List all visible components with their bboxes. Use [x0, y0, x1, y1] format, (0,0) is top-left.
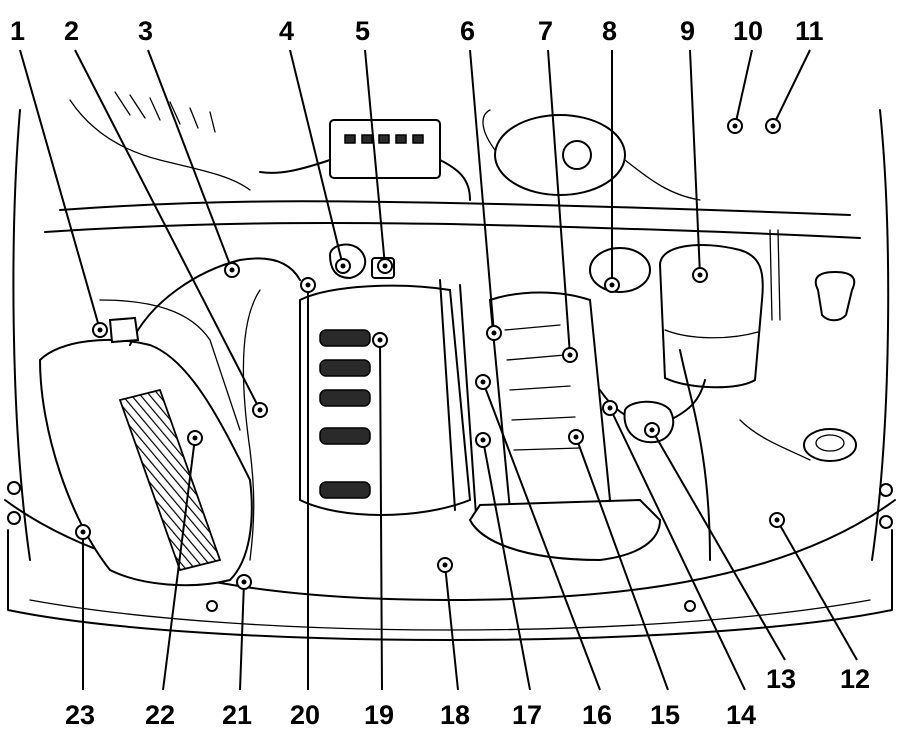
valve-cover-ribs — [504, 324, 581, 451]
bolt-left-1 — [7, 481, 21, 495]
callout-17: 17 — [512, 700, 542, 730]
callout-18: 18 — [440, 700, 470, 730]
coolant-tank-line — [664, 329, 759, 339]
callout-labels: 1 2 3 4 5 6 7 8 9 10 11 12 13 14 15 16 1… — [10, 16, 870, 730]
actuator-right — [623, 400, 675, 444]
air-duct — [129, 257, 301, 346]
callout-2: 2 — [64, 16, 79, 46]
fuel-rail — [439, 279, 477, 516]
oil-cap-right-inner — [815, 434, 845, 452]
brake-lines — [482, 109, 701, 201]
ignition-coils — [319, 329, 371, 499]
callout-13: 13 — [766, 664, 796, 694]
vacuum-hose — [242, 289, 261, 561]
wiring-loom — [99, 299, 241, 431]
callout-20: 20 — [290, 700, 320, 730]
callout-8: 8 — [602, 16, 617, 46]
battery-cells — [344, 134, 424, 144]
callout-6: 6 — [460, 16, 475, 46]
right-wiring — [739, 229, 811, 461]
firewall-lower — [44, 221, 861, 239]
engine-illustration — [4, 91, 896, 641]
connector-left — [108, 316, 140, 344]
bolt-front-2 — [684, 600, 696, 612]
cowl-left — [69, 99, 251, 191]
coolant-tank — [658, 244, 764, 389]
battery — [329, 119, 441, 179]
coolant-cap — [589, 247, 651, 293]
callout-11: 11 — [795, 16, 824, 46]
oil-cap-right — [803, 428, 857, 462]
fender-outline — [12, 109, 890, 561]
battery-cable — [259, 159, 471, 201]
callout-3: 3 — [138, 16, 153, 46]
callout-1: 1 — [10, 16, 25, 46]
ps-reservoir — [814, 270, 856, 322]
callout-4: 4 — [279, 16, 294, 46]
callout-22: 22 — [145, 700, 175, 730]
bolt-right-2 — [879, 515, 893, 529]
bolt-left-2 — [7, 511, 21, 525]
leader-lines — [19, 49, 858, 691]
callout-16: 16 — [582, 700, 612, 730]
callout-21: 21 — [222, 700, 252, 730]
front-panel-lower — [29, 599, 871, 631]
master-cylinder-cap — [562, 140, 592, 170]
callout-14: 14 — [726, 700, 756, 730]
callout-9: 9 — [680, 16, 695, 46]
callout-19: 19 — [364, 700, 394, 730]
timing-cover — [468, 498, 662, 562]
callout-5: 5 — [355, 16, 370, 46]
callout-12: 12 — [840, 664, 870, 694]
bolt-right-1 — [879, 483, 893, 497]
cowl-ribs — [114, 91, 216, 133]
callout-markers — [75, 118, 785, 590]
air-filter-element — [118, 388, 222, 572]
front-panel — [7, 529, 893, 641]
bolt-front-1 — [206, 600, 218, 612]
brake-booster — [494, 114, 626, 196]
firewall — [59, 200, 851, 216]
callout-15: 15 — [650, 700, 680, 730]
callout-23: 23 — [65, 700, 95, 730]
radiator-hose — [679, 349, 711, 561]
callout-7: 7 — [538, 16, 553, 46]
callout-10: 10 — [733, 16, 763, 46]
